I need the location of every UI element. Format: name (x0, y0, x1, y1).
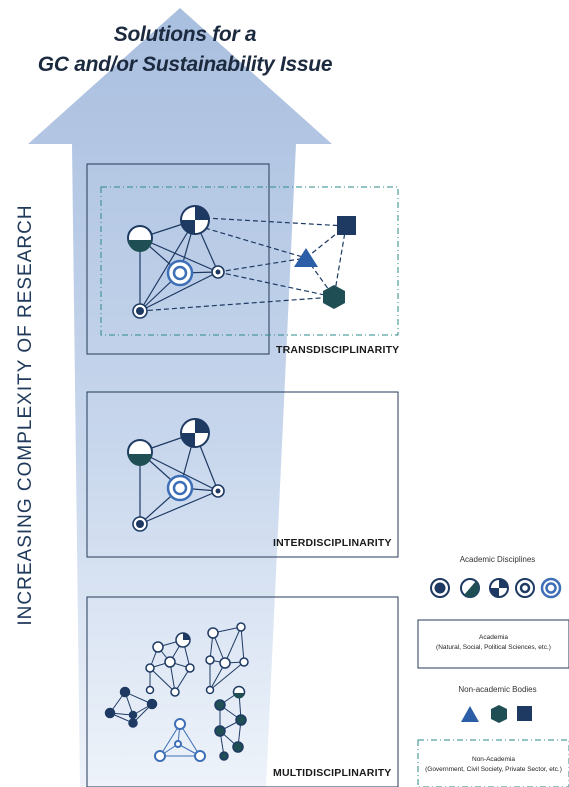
legend-triangle-icon (461, 706, 479, 722)
multi-cluster-left-nodes (104, 686, 158, 728)
legend-nonacademia-label: Non-Academia (472, 756, 515, 763)
trans-square-node (337, 216, 356, 235)
diagram-title: Solutions for a GC and/or Sustainability… (20, 20, 350, 80)
inter-frame (86, 391, 399, 558)
legend-nonacademic-icons (461, 705, 532, 723)
legend-slash-circle-icon (515, 578, 535, 598)
multi-cluster-right-nodes (214, 685, 247, 761)
trans-triangle-node (294, 248, 318, 267)
legend-nonacademia-sub: (Government, Civil Society, Private Sect… (425, 766, 562, 773)
inter-node-diamond (211, 484, 225, 498)
inter-node-halfteal (127, 439, 153, 466)
legend-dark-circle-icon (430, 578, 450, 598)
multi-cluster-bottom-nodes (154, 718, 206, 762)
label-transdisciplinarity: TRANSDISCIPLINARITY (276, 344, 400, 356)
legend-half-circle-icon (460, 578, 480, 598)
trans-dashed-links (139, 217, 347, 312)
inter-node-dark (132, 516, 148, 532)
inter-node-ring (166, 474, 194, 502)
multi-quarter-fill (183, 633, 190, 640)
trans-dashed-frame (100, 186, 399, 336)
legend-nonacademic-title: Non-academic Bodies (458, 685, 537, 694)
legend-academia-box (417, 619, 569, 669)
legend-academia-label: Academia (479, 634, 508, 641)
trans-node-quarter (180, 205, 210, 235)
complexity-axis-text: INCREASING COMPLEXITY OF RESEARCH (15, 204, 36, 626)
legend-square-icon (517, 706, 532, 721)
trans-node-ring (166, 259, 194, 287)
trans-frame (86, 163, 270, 355)
legend-academic-title: Academic Disciplines (459, 555, 536, 564)
trans-node-halfteal (127, 225, 153, 252)
title-line-1: Solutions for a (113, 23, 257, 46)
inter-node-quarter (180, 418, 210, 448)
multi-frame (86, 596, 399, 787)
legend-academic-icons (430, 577, 562, 599)
legend-ring-circle-icon (540, 577, 562, 599)
trans-node-dark (132, 303, 148, 319)
title-line-2: GC and/or Sustainability Issue (37, 53, 333, 76)
legend-hexagon-icon (491, 705, 507, 723)
legend-academia-sub: (Natural, Social, Political Sciences, et… (436, 644, 551, 651)
label-interdisciplinarity: INTERDISCIPLINARITY (273, 537, 392, 549)
complexity-arrow (28, 8, 332, 787)
legend-quarter-circle-icon (489, 578, 509, 598)
trans-hexagon-node (323, 285, 345, 309)
multi-halfteal-fill (233, 693, 245, 699)
multi-cluster-topright-nodes (205, 622, 249, 695)
trans-node-diamond (211, 265, 225, 279)
label-multidisciplinarity: MULTIDISCIPLINARITY (273, 767, 392, 779)
